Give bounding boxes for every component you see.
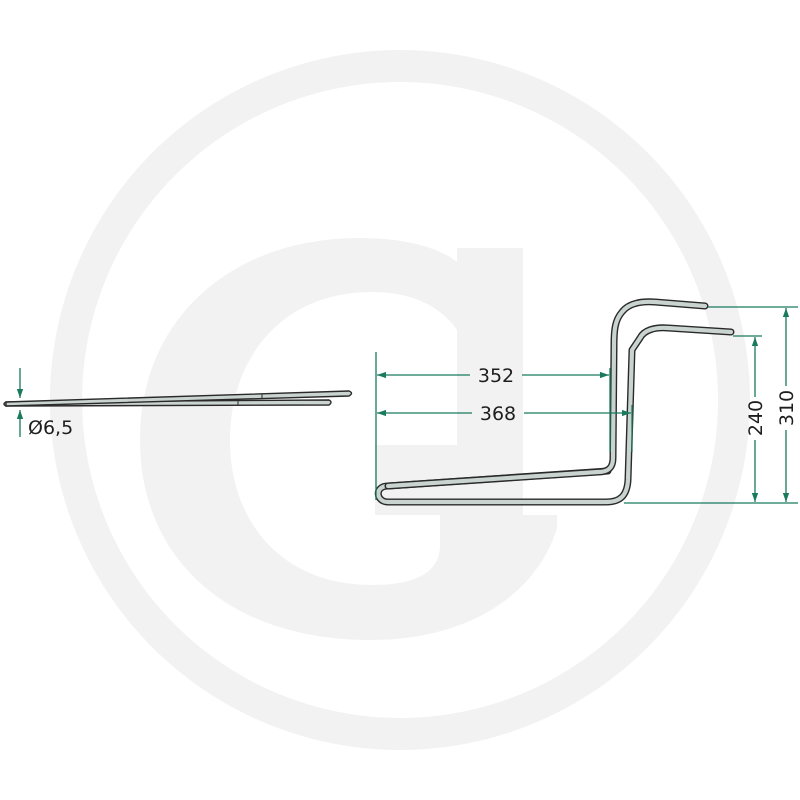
dimension-240-label: 240 (745, 400, 767, 436)
side-view: Ø6,5 (3, 368, 353, 439)
dimension-310-label: 310 (776, 390, 798, 426)
dimension-368-label: 368 (480, 403, 516, 425)
front-view: 352 368 240 310 (374, 298, 798, 506)
watermark-letter-g (140, 238, 557, 640)
dimension-352-label: 352 (478, 365, 514, 387)
watermark-logo (49, 50, 750, 750)
extension-lines (375, 306, 798, 504)
diameter-label: Ø6,5 (28, 417, 73, 439)
side-view-wire-upper (5, 390, 353, 407)
side-view-wire-lower (3, 399, 332, 407)
